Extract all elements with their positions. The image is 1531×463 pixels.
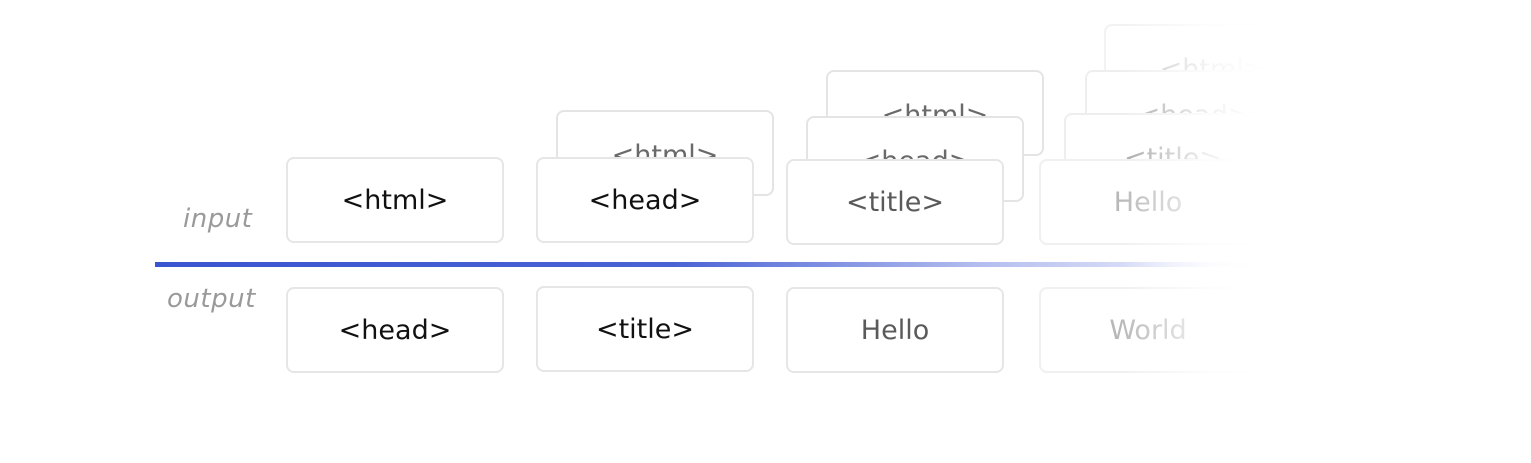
input-token-1: <html> — [286, 157, 504, 243]
output-token-2: <title> — [536, 286, 754, 372]
input-output-divider — [155, 262, 1305, 267]
input-token-4: Hello — [1039, 159, 1257, 245]
output-token-4: World — [1039, 287, 1257, 373]
input-token-3: <title> — [786, 159, 1004, 245]
output-row-label: output — [167, 284, 256, 314]
input-row-label: input — [183, 204, 253, 234]
output-token-1: <head> — [286, 287, 504, 373]
output-token-3: Hello — [786, 287, 1004, 373]
input-token-2: <head> — [536, 157, 754, 243]
